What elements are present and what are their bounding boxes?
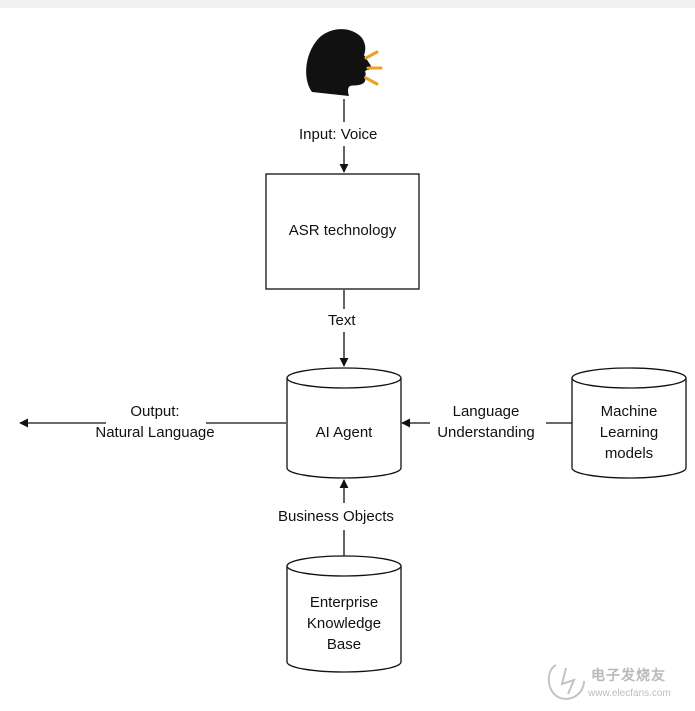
ai-agent-label: AI Agent (315, 424, 373, 441)
text-label: Text (328, 312, 356, 329)
knowledge-base-label: Enterprise Knowledge Base (287, 592, 401, 655)
business-objects-label: Business Objects (278, 508, 394, 525)
ai-agent-cylinder (286, 367, 402, 479)
output-label-line2: Natural Language (95, 424, 215, 441)
output-label-line1: Output: (130, 403, 180, 420)
asr-box (265, 173, 420, 290)
input-voice-label: Input: Voice (299, 126, 378, 143)
speaking-head-icon (306, 29, 383, 97)
language-label-line1: Language (452, 403, 520, 420)
language-understanding-label: Language Understanding (426, 401, 546, 443)
kb-label-line3: Base (326, 636, 362, 653)
ml-label-line3: models (604, 445, 654, 462)
ml-models-cylinder (571, 367, 687, 479)
watermark-logo-icon (547, 664, 585, 700)
watermark-text: 电子发烧友 (591, 667, 666, 683)
knowledge-base-cylinder (286, 555, 402, 673)
ml-models-label: Machine Learning models (572, 401, 686, 464)
kb-label-line1: Enterprise (309, 594, 379, 611)
kb-label-line2: Knowledge (306, 615, 382, 632)
output-label: Output: Natural Language (60, 401, 250, 443)
ml-label-line1: Machine (600, 403, 658, 420)
ml-label-line2: Learning (599, 424, 659, 441)
watermark-url: www.elecfans.com (588, 688, 671, 699)
top-strip (0, 0, 695, 8)
language-label-line2: Understanding (437, 424, 535, 441)
asr-box-label: ASR technology (288, 222, 397, 239)
